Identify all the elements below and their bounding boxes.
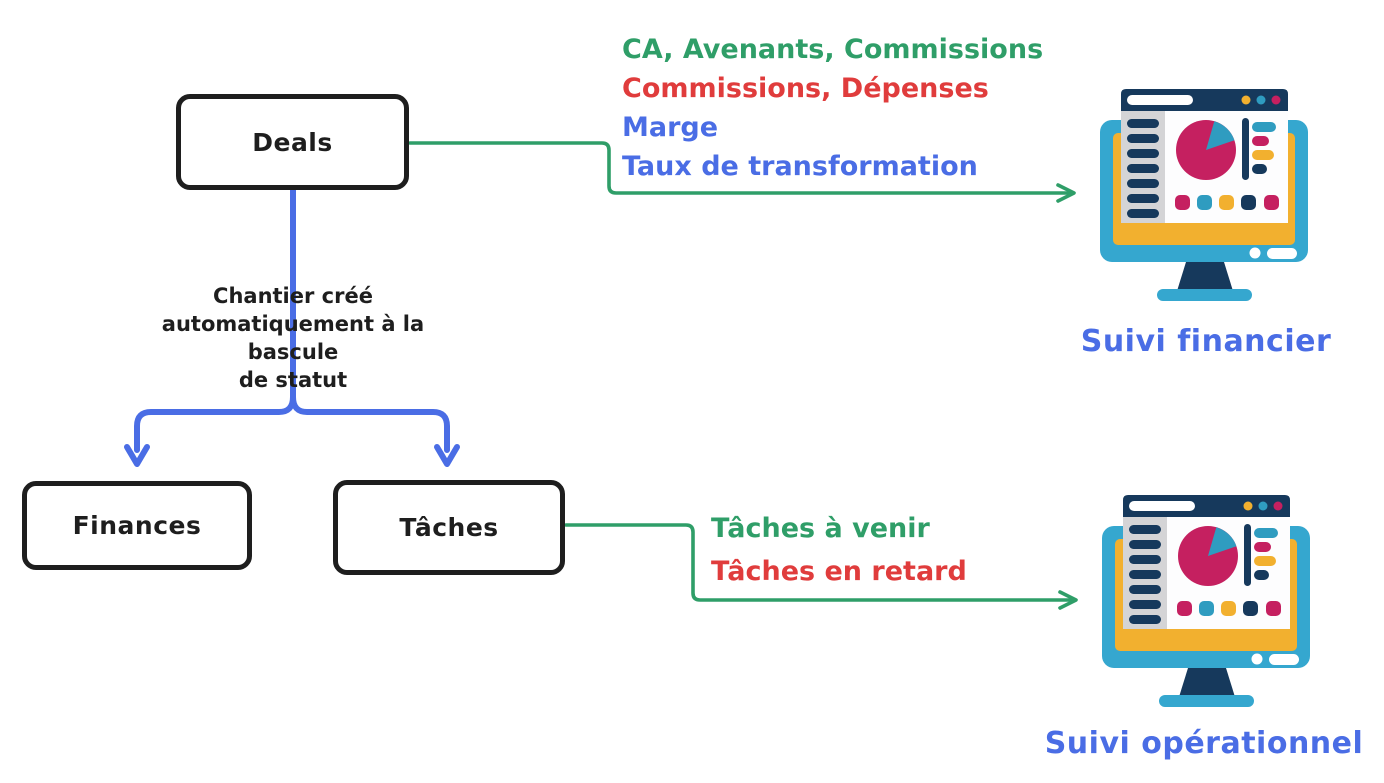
note-line: automatiquement à la bascule (161, 312, 425, 364)
operational-metrics-list: Tâches à venir Tâches en retard (711, 507, 967, 593)
note-line: de statut (238, 368, 348, 392)
dashboard-monitor-icon (1102, 495, 1312, 707)
metric-line: Marge (622, 112, 719, 143)
node-taches: Tâches (333, 480, 565, 575)
node-deals: Deals (176, 94, 409, 190)
node-taches-label: Tâches (399, 513, 499, 542)
metric-line: Taux de transformation (622, 151, 978, 182)
arrowhead-right-icon (1056, 183, 1076, 203)
node-finances-label: Finances (72, 511, 202, 540)
arrowhead-down-icon (124, 444, 150, 467)
note-chantier: Chantier créé automatiquement à la bascu… (113, 282, 473, 394)
output-label-operational: Suivi opérationnel (1044, 726, 1364, 761)
metric-line: Tâches à venir (711, 513, 930, 544)
note-line: Chantier créé (213, 284, 373, 308)
metric-line: CA, Avenants, Commissions (622, 34, 1044, 65)
arrowhead-right-icon (1058, 590, 1078, 610)
dashboard-monitor-icon (1100, 89, 1310, 301)
node-deals-label: Deals (252, 127, 333, 157)
financial-metrics-list: CA, Avenants, Commissions Commissions, D… (622, 30, 1043, 186)
node-finances: Finances (22, 481, 252, 570)
metric-line: Commissions, Dépenses (622, 73, 989, 104)
arrowhead-down-icon (434, 444, 460, 467)
output-label-financial: Suivi financier (1080, 324, 1332, 359)
metric-line: Tâches en retard (711, 556, 967, 587)
